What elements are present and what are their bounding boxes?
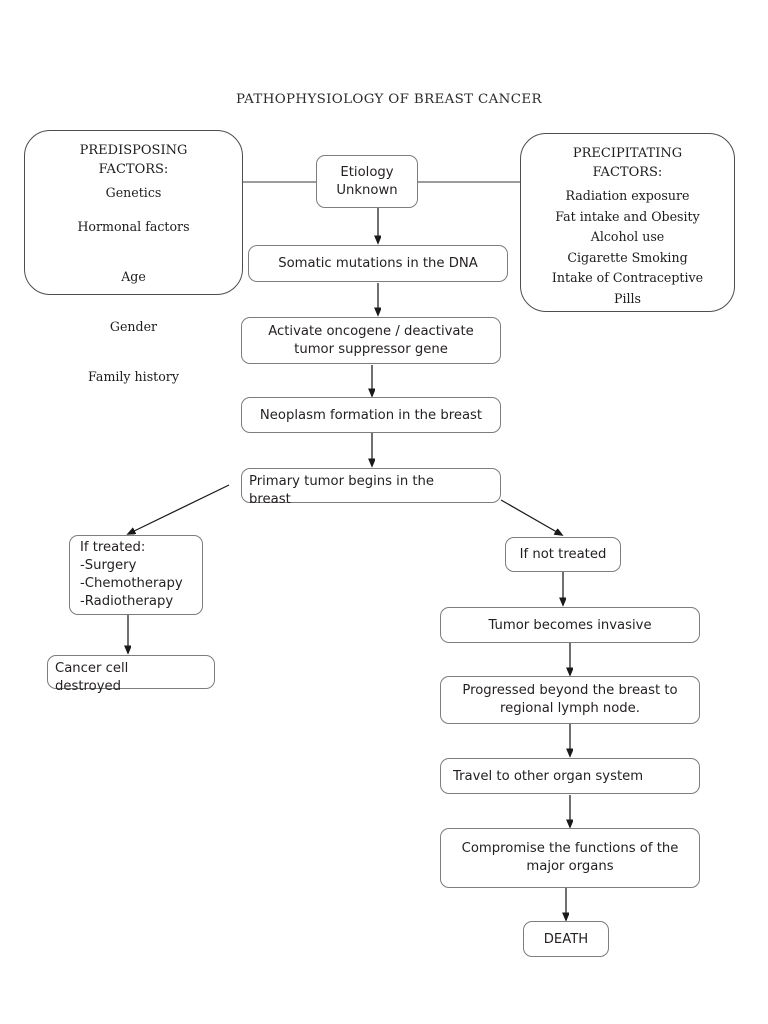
node-travel-other-organ-label: Travel to other organ system	[453, 768, 644, 784]
node-activate-oncogene[interactable]: Activate oncogene / deactivate tumor sup…	[241, 317, 501, 364]
node-if-treated[interactable]: If treated: -Surgery -Chemotherapy -Radi…	[69, 535, 203, 615]
node-primary-tumor[interactable]	[241, 468, 501, 503]
predisposing-heading-text: PREDISPOSING FACTORS:	[79, 143, 188, 177]
node-if-not-treated[interactable]: If not treated	[505, 537, 621, 572]
page-title: PATHOPHYSIOLOGY OF BREAST CANCER	[236, 92, 542, 107]
precipitating-item-intake-contraceptive: Intake of Contraceptive	[551, 270, 704, 285]
predisposing-factors-panel	[24, 130, 243, 295]
precipitating-item-pills: Pills	[613, 290, 642, 306]
precipitating-item-alcohol-use: Alcohol use	[590, 229, 665, 244]
node-if-not-treated-label: If not treated	[519, 547, 607, 562]
node-death[interactable]: DEATH	[523, 921, 609, 957]
node-cancer-cell-destroyed[interactable]	[47, 655, 215, 689]
node-compromise-organs[interactable]: Compromise the functions of the major or…	[440, 828, 700, 888]
precipitating-item-fat-intake-obesity: Fat intake and Obesity	[555, 208, 700, 224]
node-compromise-organs-label: Compromise the functions of the major or…	[461, 841, 679, 874]
precipitating-heading-text: PRECIPITATING FACTORS:	[572, 146, 683, 180]
precipitating-factors-heading: PRECIPITATING FACTORS:	[520, 144, 735, 182]
predisposing-item-hormonal-factors: Hormonal factors	[77, 219, 190, 234]
arrow-primary-to-if-treated	[128, 484, 230, 534]
node-etiology-unknown[interactable]: Etiology Unknown	[316, 155, 418, 208]
predisposing-factors-heading: PREDISPOSING FACTORS:	[24, 141, 243, 179]
node-activate-oncogene-label: Activate oncogene / deactivate tumor sup…	[268, 323, 474, 357]
node-etiology-unknown-label: Etiology Unknown	[336, 164, 398, 198]
node-neoplasm-formation[interactable]: Neoplasm formation in the breast	[241, 397, 501, 433]
node-progressed-lymph-node-label: Progressed beyond the breast to regional…	[462, 683, 678, 716]
node-somatic-mutations-label: Somatic mutations in the DNA	[278, 256, 478, 271]
predisposing-factors-list: Genetics Hormonal factors Age Gender Fam…	[24, 185, 243, 403]
predisposing-item-family-history: Family history	[88, 369, 179, 384]
precipitating-factors-list: Radiation exposure Fat intake and Obesit…	[520, 186, 735, 309]
predisposing-item-age: Age	[121, 269, 146, 284]
node-tumor-invasive-label: Tumor becomes invasive	[488, 617, 652, 633]
node-if-treated-label: If treated: -Surgery -Chemotherapy -Radi…	[80, 540, 183, 609]
precipitating-item-cigarette-smoking: Cigarette Smoking	[567, 249, 688, 265]
node-travel-other-organ[interactable]: Travel to other organ system	[440, 758, 700, 794]
node-death-label: DEATH	[543, 931, 589, 947]
node-tumor-invasive[interactable]: Tumor becomes invasive	[440, 607, 700, 643]
node-neoplasm-formation-label: Neoplasm formation in the breast	[259, 407, 483, 423]
precipitating-item-radiation-exposure: Radiation exposure	[565, 188, 690, 203]
predisposing-item-genetics: Genetics	[105, 185, 162, 200]
node-somatic-mutations[interactable]: Somatic mutations in the DNA	[248, 245, 508, 282]
arrow-primary-to-if-not-treated	[500, 499, 562, 535]
predisposing-item-gender: Gender	[109, 319, 158, 334]
precipitating-factors-panel	[520, 133, 735, 312]
node-progressed-lymph-node[interactable]: Progressed beyond the breast to regional…	[440, 676, 700, 724]
